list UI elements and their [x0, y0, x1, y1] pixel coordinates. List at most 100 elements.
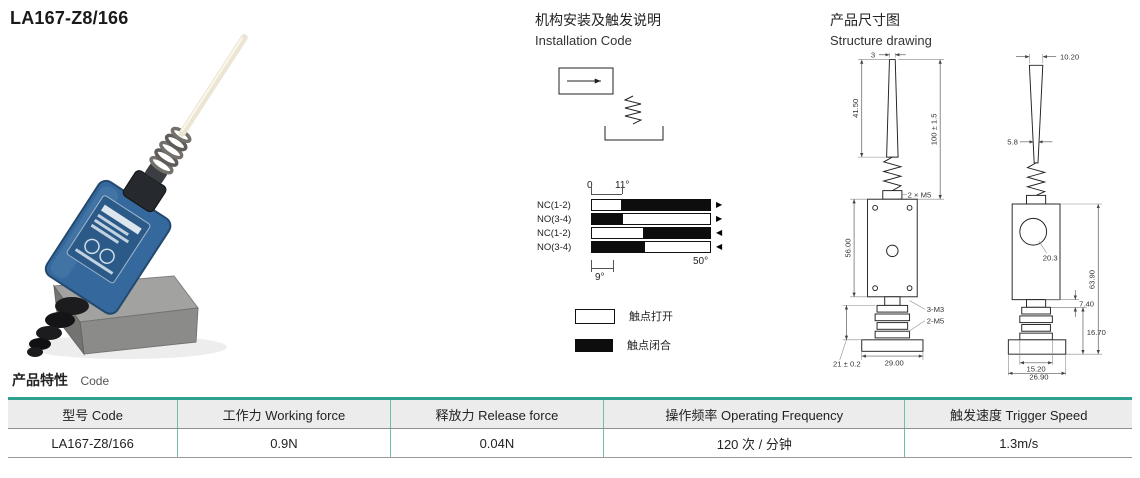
timing-diagram: 0 11° NC(1-2)▶NO(3-4)▶NC(1-2)◀NO(3-4)◀ 5… — [537, 180, 762, 298]
timing-tick — [622, 185, 623, 194]
dim-head-dia: 20.3 — [1043, 253, 1058, 262]
dim-bellows-height: 21 ± 0.2 — [833, 360, 861, 369]
legend-item-open: 触点打开 — [575, 308, 815, 324]
timing-differential-label: 9° — [595, 272, 605, 283]
bushing-front — [882, 190, 903, 200]
timing-row: NC(1-2) ◀ — [537, 226, 722, 240]
arrow-right-icon: ▶ — [716, 214, 723, 223]
spring-symbol — [623, 95, 643, 125]
timing-rows: NC(1-2)▶NO(3-4)▶NC(1-2)◀NO(3-4)◀ — [537, 198, 722, 254]
dim-screws-m3: 3-M3 — [927, 305, 944, 314]
timing-row: NO(3-4) ▶ — [537, 212, 722, 226]
dim-rod-dia: 5.8 — [1007, 138, 1018, 147]
header-release-force: 释放力 Release force — [389, 397, 604, 429]
dimension-drawing-side: 10.20 5.8 20.3 63.90 7.40 — [1007, 53, 1106, 380]
product-photo-illustration — [27, 34, 248, 359]
timing-bar — [591, 241, 711, 253]
bushing-side — [1026, 194, 1047, 205]
product-photo — [2, 34, 272, 364]
rubber-bellows — [27, 297, 89, 357]
dimension-drawing-front: 3 41.50 2 × M5 100 ± 1.5 56.00 — [833, 51, 944, 369]
cell-trigger-speed: 1.3m/s — [904, 428, 1132, 458]
dim-tip-width-side: 10.20 — [1060, 53, 1079, 62]
installation-title-zh: 机构安装及触发说明 — [535, 12, 661, 28]
dim-overall-to-face: 100 ± 1.5 — [929, 113, 938, 145]
bellows-front — [874, 304, 911, 339]
base-front — [861, 339, 924, 352]
spring-front — [881, 156, 903, 192]
timing-row-label: NC(1-2) — [537, 199, 571, 211]
timing-row-label: NO(3-4) — [537, 213, 572, 225]
structure-title-zh: 产品尺寸图 — [830, 12, 900, 28]
timing-row: NC(1-2)▶ — [537, 198, 722, 212]
switch-body — [44, 179, 172, 315]
arrow-left-icon: ◀ — [716, 228, 723, 237]
timing-tick — [591, 260, 592, 272]
cell-release-force: 0.04N — [389, 428, 604, 458]
dim-bellows-width: 15.20 — [1027, 364, 1046, 373]
timing-row-label: NO(3-4) — [537, 241, 572, 253]
mount-bracket — [604, 126, 664, 141]
open-label: 触点打开 — [629, 311, 673, 323]
timing-segment-closed — [591, 213, 623, 225]
dim-overall-side: 63.90 — [1087, 270, 1096, 289]
timing-tick — [591, 185, 592, 194]
timing-differential-line — [591, 268, 613, 269]
switch-assembly — [44, 34, 248, 315]
timing-bar — [591, 213, 711, 225]
timing-row: NO(3-4) ◀ — [537, 240, 722, 254]
actuator-rod — [178, 34, 248, 137]
timing-bar — [591, 227, 711, 239]
timing-scale-line — [591, 194, 622, 195]
actuator-arrow-box — [558, 67, 614, 95]
timing-segment-open — [591, 227, 644, 239]
installation-schematic — [558, 67, 664, 141]
installation-title-en: Installation Code — [535, 33, 632, 48]
neck-front — [884, 296, 901, 306]
page-title: LA167-Z8/166 — [10, 8, 129, 28]
arrow-left-icon: ◀ — [716, 242, 723, 251]
timing-row-label: NC(1-2) — [537, 227, 571, 239]
rod-front — [886, 59, 899, 158]
timing-bar — [591, 199, 711, 211]
timing-segment-open — [622, 213, 711, 225]
installation-section: 机构安装及触发说明 Installation Code 0 11° NC(1-2… — [535, 10, 815, 366]
features-heading: 产品特性 Code — [12, 370, 109, 390]
bellows-side — [1019, 306, 1053, 341]
contact-legend: 触点打开 触点闭合 — [575, 308, 815, 353]
timing-segment-closed — [622, 199, 711, 211]
header-working-force: 工作力 Working force — [177, 397, 391, 429]
neck-side — [1026, 299, 1047, 308]
dim-base-width-front: 29.00 — [885, 359, 904, 368]
cell-operating-frequency: 120 次 / 分钟 — [603, 428, 905, 458]
timing-segment-closed — [591, 241, 644, 253]
spec-table: 型号 Code 工作力 Working force 释放力 Release fo… — [8, 397, 1132, 458]
dim-lower-height: 16.70 — [1087, 328, 1106, 337]
structure-title-en: Structure drawing — [830, 33, 932, 48]
timing-segment-closed — [643, 227, 711, 239]
spec-table-row: LA167-Z8/166 0.9N 0.04N 120 次 / 分钟 1.3m/… — [8, 428, 1132, 458]
dim-rod-tip-width: 3 — [871, 51, 875, 60]
closed-swatch — [575, 338, 613, 352]
cell-working-force: 0.9N — [177, 428, 391, 458]
dim-base-width-side: 26.90 — [1029, 373, 1048, 380]
body-front — [867, 198, 918, 298]
open-swatch — [575, 308, 615, 324]
timing-scale-end: 50° — [693, 256, 709, 267]
dim-neck-height: 7.40 — [1079, 299, 1094, 308]
legend-item-closed: 触点闭合 — [575, 337, 815, 353]
features-title-zh: 产品特性 — [12, 372, 68, 388]
header-operating-frequency: 操作频率 Operating Frequency — [603, 397, 905, 429]
base-side — [1007, 339, 1067, 355]
timing-segment-open — [591, 199, 623, 211]
dim-body-height: 56.00 — [843, 238, 852, 257]
collar — [145, 163, 167, 184]
timing-segment-open — [643, 241, 711, 253]
cell-model: LA167-Z8/166 — [8, 428, 178, 458]
structure-section: 产品尺寸图 Structure drawing 3 41.50 2 × M5 — [830, 10, 1140, 382]
timing-tick — [613, 260, 614, 272]
body-side — [1011, 203, 1061, 301]
dim-rod-length: 41.50 — [851, 99, 860, 118]
spec-table-header-row: 型号 Code 工作力 Working force 释放力 Release fo… — [8, 397, 1132, 429]
